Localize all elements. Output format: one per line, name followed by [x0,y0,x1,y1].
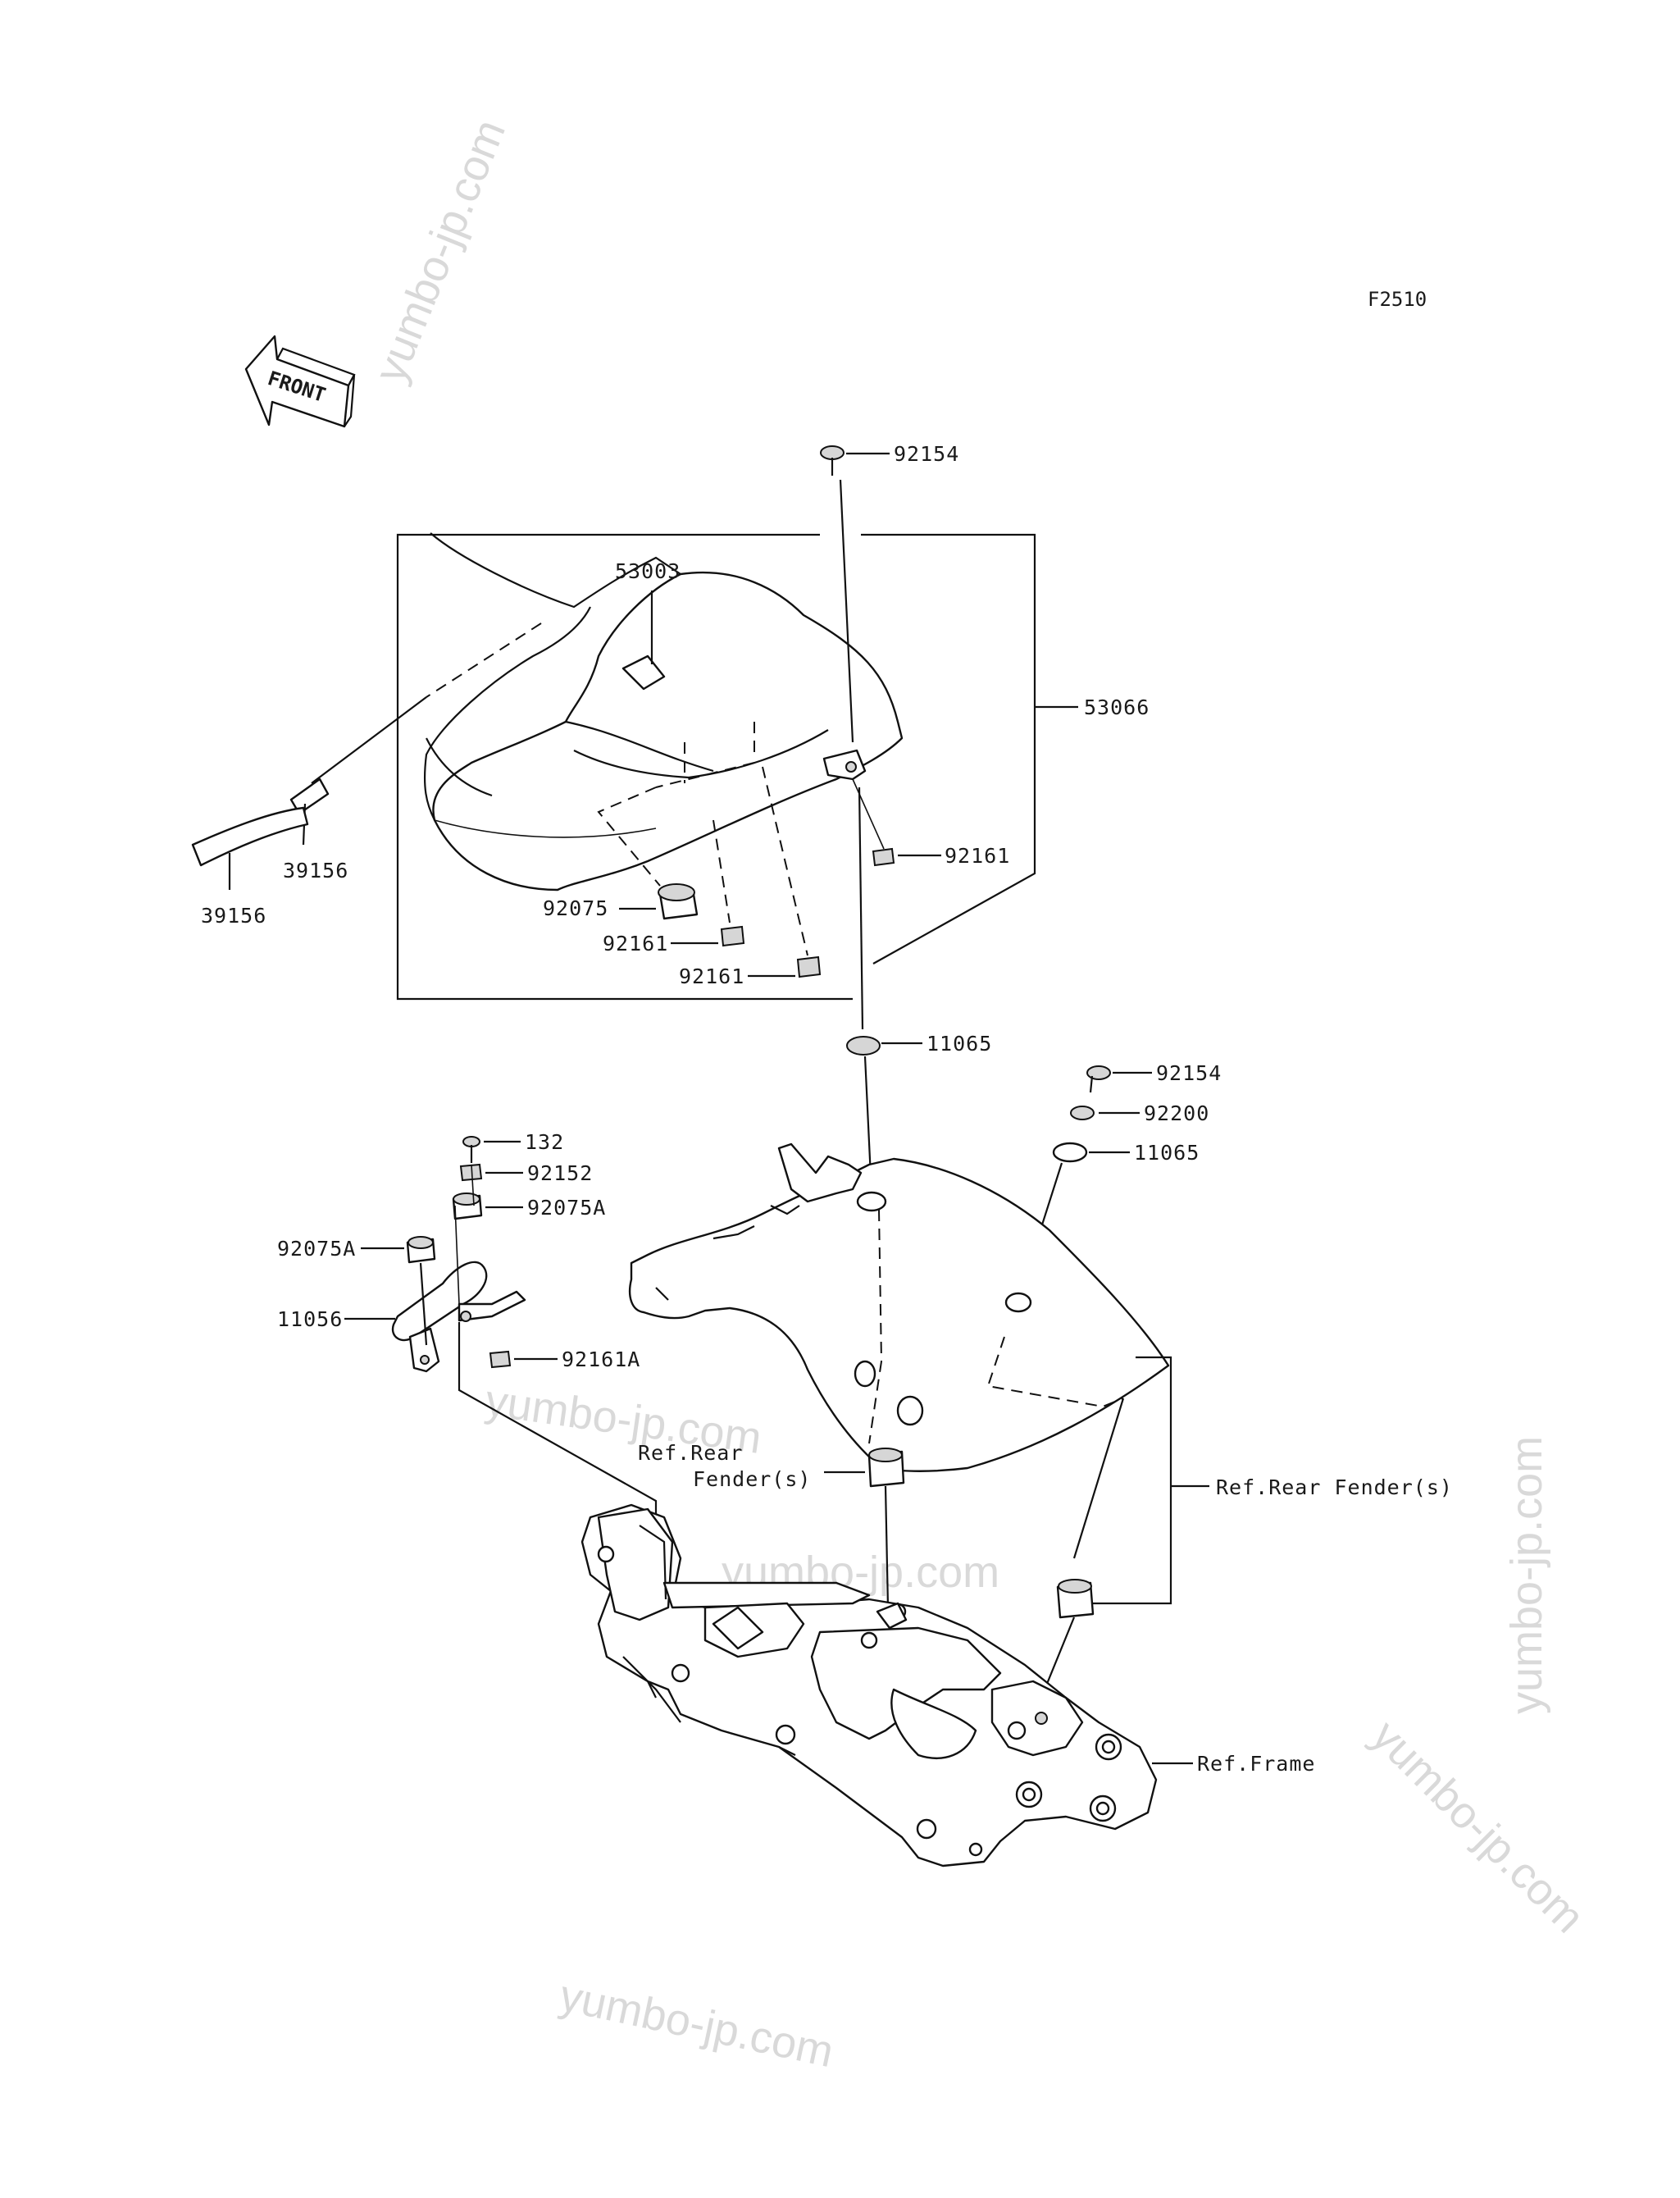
bolt-92154-right [1086,1065,1111,1093]
label-92075A-right: 92075A [527,1196,606,1220]
bolt-132 [462,1136,480,1163]
nut-92161A [489,1350,512,1369]
watermark-right-vertical: yumbo-jp.com [1502,1436,1551,1714]
label-92161A: 92161A [562,1348,640,1371]
nut-92161-mid [720,925,745,947]
front-arrow-icon: FRONT [244,335,356,428]
label-39156-inner: 39156 [283,859,348,882]
label-92161-low: 92161 [679,964,744,988]
nut-92161-low [796,955,822,978]
washer-11065-right [1052,1142,1088,1163]
bracket-11056 [391,1261,526,1373]
washer-11065-center [846,1036,881,1056]
seat [423,532,904,892]
label-ref-rear-1: Ref.Rear [638,1441,743,1465]
rear-fender [628,1142,1170,1472]
frame [580,1503,1158,1867]
nut-92161-right [872,847,895,867]
label-11065-center: 11065 [927,1032,992,1056]
watermark-right-diagonal: yumbo-jp.com [1363,1711,1594,1942]
label-92200: 92200 [1144,1101,1209,1125]
watermark-bottom: yumbo-jp.com [556,1971,838,2077]
label-92161-right: 92161 [945,844,1010,868]
grommet-ref-rear-fender-left [867,1448,905,1488]
label-132: 132 [525,1130,564,1154]
grommet-92075A-left [406,1236,436,1264]
label-ref-frame: Ref.Frame [1197,1752,1315,1776]
label-39156-outer: 39156 [201,904,266,928]
grommet-92075 [658,883,699,920]
label-92075A-left: 92075A [277,1237,356,1261]
bolt-92154-top [820,445,845,476]
label-92152: 92152 [527,1161,593,1185]
label-53003: 53003 [615,559,681,583]
nut-92152 [459,1163,483,1182]
seat-assembly-bracket [396,533,1036,1001]
label-92154-top: 92154 [894,442,959,466]
grommet-ref-rear-fender-right [1056,1579,1095,1619]
label-11056: 11056 [277,1307,343,1331]
label-ref-rear-2: Fender(s) [693,1467,811,1491]
grommet-92075A-right [452,1192,483,1220]
strap-39156-outer [191,806,309,867]
label-ref-rear-fender-right: Ref.Rear Fender(s) [1216,1475,1453,1499]
label-53066: 53066 [1084,695,1150,719]
label-92075: 92075 [543,896,608,920]
washer-92200 [1070,1106,1095,1120]
label-11065-right: 11065 [1134,1141,1200,1165]
label-92154-right: 92154 [1156,1061,1222,1085]
diagram-code: F2510 [1368,288,1427,311]
watermark-top-left: yumbo-jp.com [365,113,515,390]
label-92161-mid: 92161 [603,932,668,955]
label-tag-53003 [621,654,666,691]
